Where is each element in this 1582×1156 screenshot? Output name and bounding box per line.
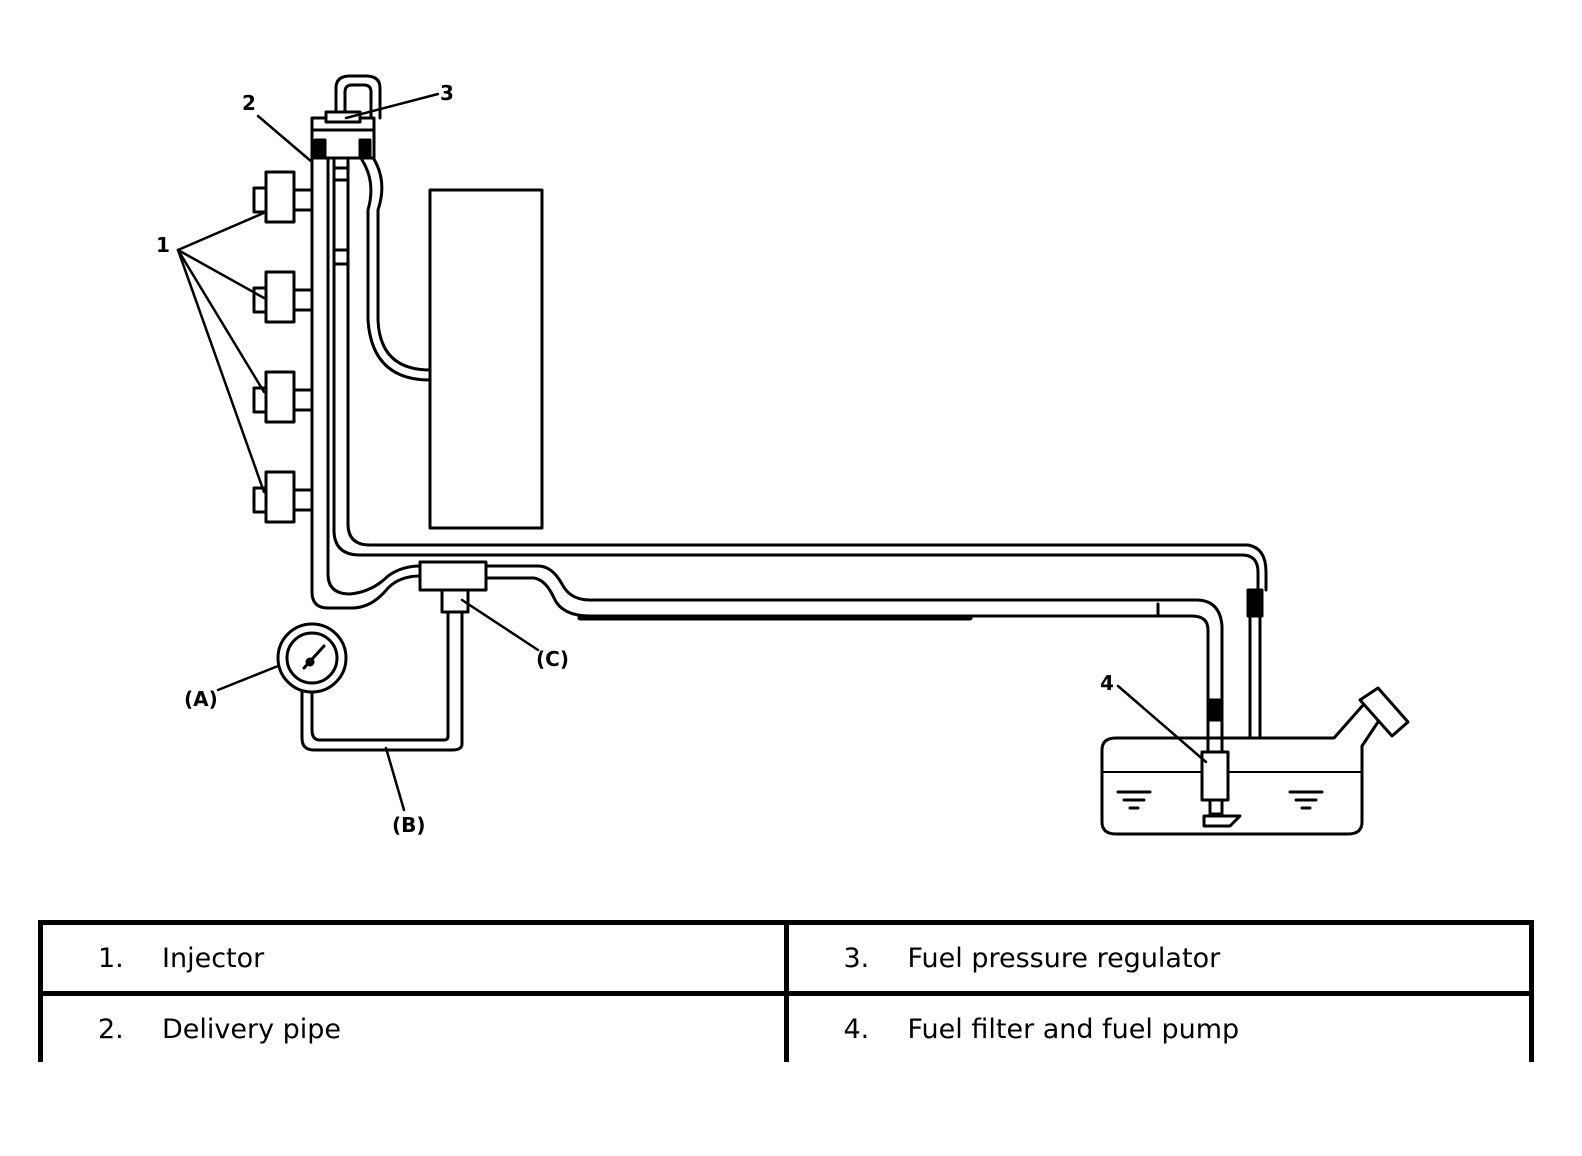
callout-3: 3 xyxy=(440,81,454,105)
feed-line xyxy=(484,564,1224,722)
legend-cell: 3. Fuel pressure regulator xyxy=(783,920,1534,996)
gauge-hose xyxy=(300,610,464,752)
injector-4 xyxy=(252,470,314,524)
injector-3 xyxy=(252,370,314,424)
engine-block xyxy=(428,188,544,530)
regulator-loop-hose xyxy=(334,74,382,120)
fuel-system-diagram: 1 2 3 4 (A) (B) (C) xyxy=(156,74,1410,837)
legend-cell: 4. Fuel filter and fuel pump xyxy=(783,991,1534,1062)
callout-a: (A) xyxy=(184,687,218,711)
legend-text: Fuel pressure regulator xyxy=(907,942,1221,974)
legend-cell: 2. Delivery pipe xyxy=(38,991,789,1062)
callout-1: 1 xyxy=(156,233,170,257)
legend-row: 1. Injector 3. Fuel pressure regulator xyxy=(38,920,1534,996)
three-way-joint xyxy=(418,560,488,614)
fuel-pressure-gauge xyxy=(276,622,348,694)
legend-row: 2. Delivery pipe 4. Fuel filter and fuel p… xyxy=(38,991,1534,1062)
callout-b: (B) xyxy=(392,813,426,837)
legend-table: 1. Injector 3. Fuel pressure regulator 2. D… xyxy=(38,920,1534,1062)
fuel-tank xyxy=(1100,686,1410,836)
return-line xyxy=(332,158,1268,786)
delivery-pipe xyxy=(310,138,422,610)
callout-2: 2 xyxy=(242,91,256,115)
injector-2 xyxy=(252,270,314,324)
injector-1 xyxy=(252,170,314,224)
legend-text: Injector xyxy=(162,942,265,974)
callout-c: (C) xyxy=(536,647,569,671)
vacuum-hose xyxy=(360,154,432,382)
legend-text: Fuel filter and fuel pump xyxy=(907,1013,1240,1045)
legend-text: Delivery pipe xyxy=(162,1013,342,1045)
legend-number: 3. xyxy=(843,942,870,974)
callout-4: 4 xyxy=(1100,671,1114,695)
fuel-filter-and-fuel-pump xyxy=(1200,718,1242,828)
fuel-pressure-regulator xyxy=(310,116,376,160)
legend-number: 1. xyxy=(98,942,124,974)
legend-number: 4. xyxy=(843,1013,870,1045)
leader-lines xyxy=(176,92,1208,812)
legend-cell: 1. Injector xyxy=(38,920,789,996)
legend-number: 2. xyxy=(98,1013,124,1045)
